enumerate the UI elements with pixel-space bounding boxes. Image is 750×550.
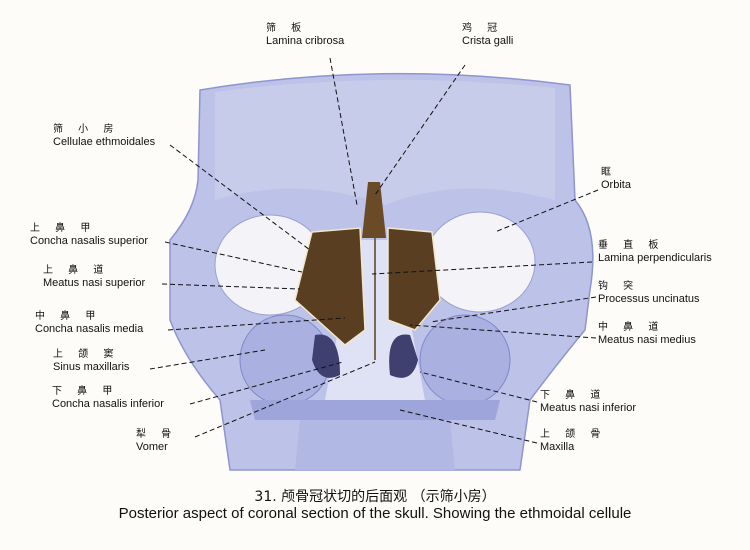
hard-palate (250, 400, 500, 420)
label-en: Concha nasalis superior (30, 235, 149, 247)
label-zh: 下 鼻 甲 (52, 386, 119, 397)
label-zh: 鸡 冠 (462, 23, 504, 34)
label-en: Meatus nasi inferior (540, 402, 636, 414)
leader-lines (149, 57, 599, 444)
label-en: Meatus nasi medius (598, 334, 696, 346)
label-en: Maxilla (540, 441, 575, 453)
left-ethmoidal-cells (294, 227, 366, 346)
label-zh: 钩 突 (598, 281, 640, 292)
label-en: Concha nasalis media (35, 323, 144, 335)
label-en: Vomer (136, 441, 168, 453)
label-en: Processus uncinatus (598, 293, 700, 305)
label-zh: 下 鼻 道 (540, 390, 607, 401)
label-en: Crista galli (462, 35, 514, 47)
right-inferior-concha (389, 334, 418, 378)
label-zh: 上 颌 窦 (53, 349, 120, 360)
label-en: Concha nasalis inferior (52, 398, 164, 410)
label-zh: 眶 (601, 167, 617, 178)
crista-galli-shape (362, 182, 386, 238)
label-en: Cellulae ethmoidales (53, 136, 156, 148)
label-en: Orbita (601, 179, 631, 191)
maxilla-lower (295, 420, 455, 470)
label-zh: 中 鼻 甲 (35, 311, 102, 322)
label-zh: 上 鼻 道 (43, 265, 110, 276)
right-ethmoidal-cells (387, 227, 441, 331)
label-zh: 中 鼻 道 (598, 322, 665, 333)
label-zh: 筛 小 房 (53, 124, 120, 135)
right-orbit (424, 211, 536, 313)
label-zh: 垂 直 板 (598, 240, 665, 251)
label-en: Lamina perpendicularis (598, 252, 712, 264)
label-en: Sinus maxillaris (53, 361, 130, 373)
label-zh: 上 颌 骨 (540, 429, 607, 440)
label-en: Lamina cribrosa (266, 35, 345, 47)
label-zh: 上 鼻 甲 (30, 223, 97, 234)
label-zh: 犁 骨 (136, 429, 178, 440)
figure-caption-chinese: 31. 颅骨冠状切的后面观 （示筛小房） (254, 489, 496, 505)
left-inferior-concha (312, 334, 340, 378)
frontal-bone (215, 79, 555, 205)
figure-caption-english: Posterior aspect of coronal section of t… (118, 505, 632, 522)
label-zh: 筛 板 (266, 23, 308, 34)
label-en: Meatus nasi superior (43, 277, 146, 289)
